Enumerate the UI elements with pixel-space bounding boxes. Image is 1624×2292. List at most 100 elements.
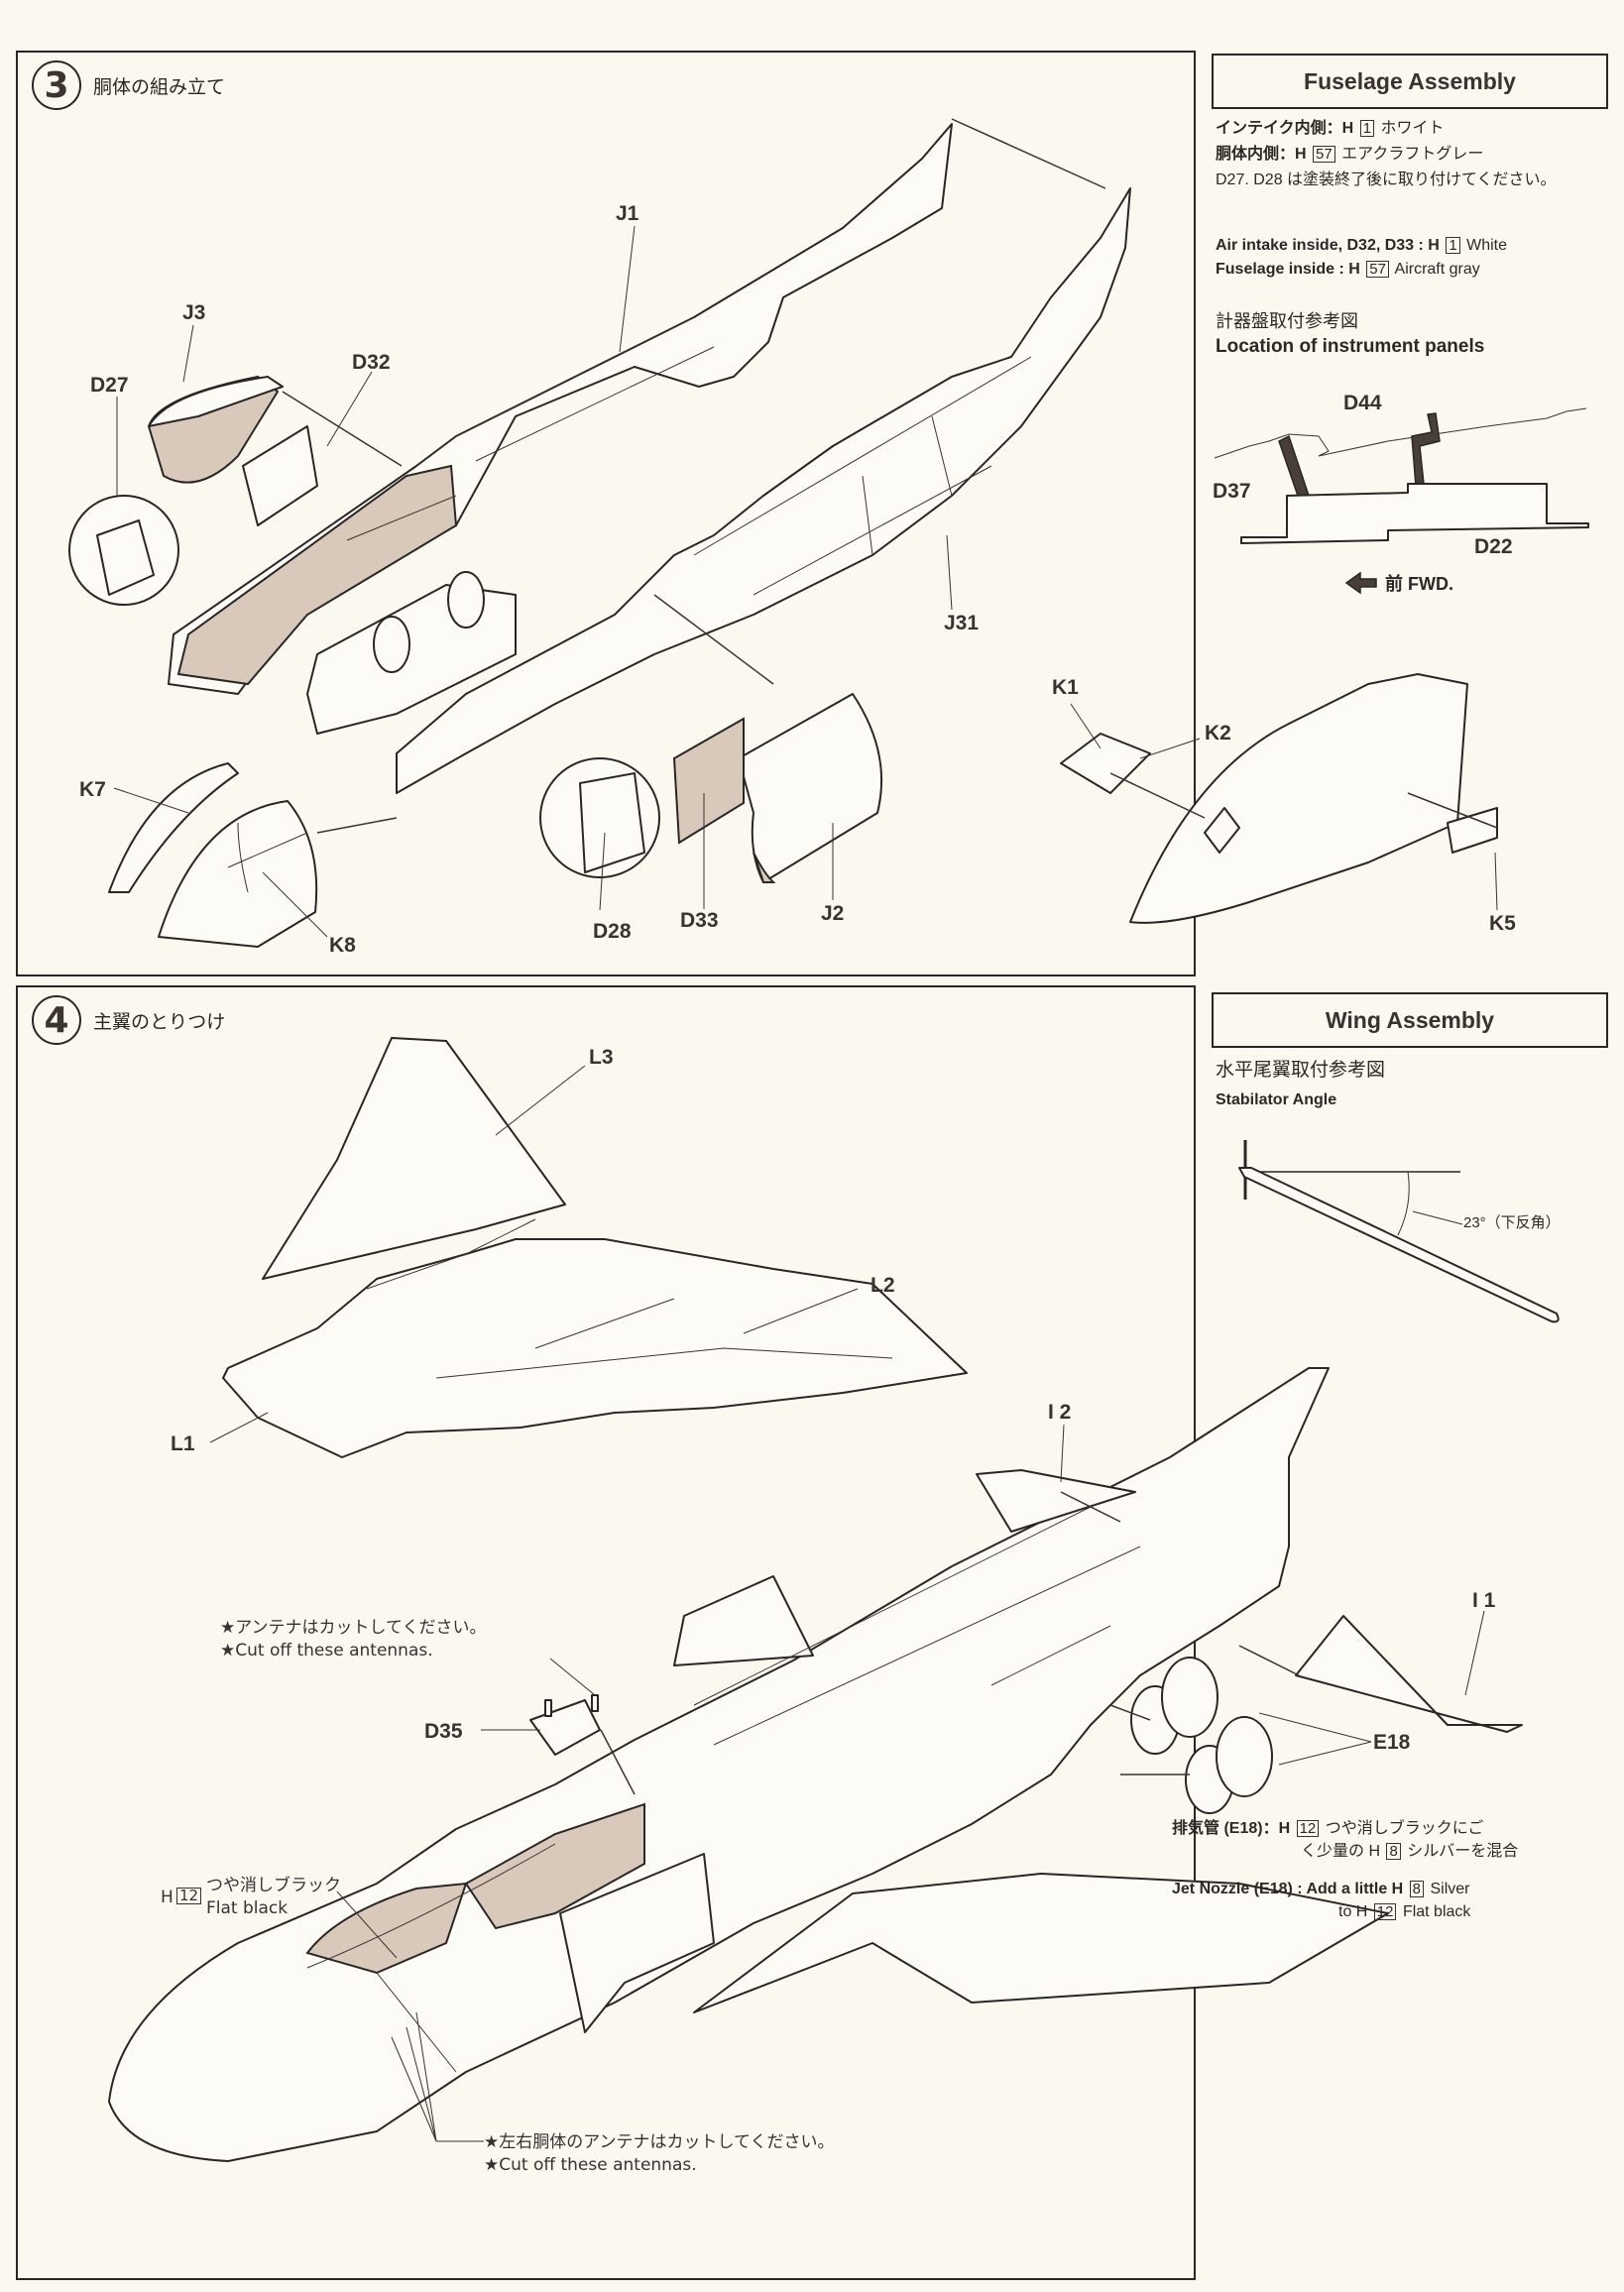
- part-label-d22: D22: [1474, 535, 1513, 558]
- paint-code-badge: 57: [1313, 146, 1335, 163]
- intake-j3-drawing: [147, 375, 284, 484]
- antenna-note-bottom-en: ★Cut off these antennas.: [484, 2155, 697, 2175]
- step3-panel: 3 胴体の組み立て: [16, 51, 1196, 976]
- paint-color-name: エアクラフトグレー: [1341, 146, 1484, 163]
- step-title: 主翼のとりつけ: [93, 1010, 226, 1033]
- nozzle-paint-note-en: Jet Nozzle (E18) : Add a little H 8 Silv…: [1172, 1878, 1470, 1923]
- step-number-badge: 3: [32, 60, 81, 110]
- nose-k-group-drawing: [1060, 673, 1498, 924]
- part-label-j1: J1: [616, 202, 639, 225]
- antenna-note-bottom-jp: ★左右胴体のアンテナはカットしてください。: [484, 2132, 835, 2152]
- nose-k8-drawing: [158, 800, 318, 948]
- paint-prefix: H: [161, 1888, 174, 1907]
- paint-code-badge: 12: [1373, 1903, 1397, 1920]
- instrument-panel-diagram: [1214, 407, 1589, 595]
- part-label-k5: K5: [1489, 912, 1516, 935]
- part-label-k1: K1: [1052, 676, 1079, 699]
- intake-j2-drawing: [738, 693, 883, 883]
- paint-note-fuselage-en: Fuselage inside : H 57 Aircraft gray: [1216, 258, 1480, 281]
- paint-color-name: ホワイト: [1380, 120, 1445, 137]
- fuselage-assembly-title: Fuselage Assembly: [1212, 54, 1608, 109]
- wing-assembly-drawing: [222, 1037, 968, 1458]
- paint-note-label: 胴体内側：H: [1216, 146, 1307, 163]
- fuselage-half-j31-drawing: [396, 187, 1131, 794]
- part-label-j3: J3: [182, 301, 206, 324]
- step4-leader-lines: [209, 1065, 1485, 2142]
- paint-note-label: Fuselage inside : H: [1216, 261, 1360, 278]
- splitter-d32-drawing: [242, 425, 318, 526]
- nozzle-mix-en: to H: [1338, 1903, 1368, 1920]
- part-label-d35: D35: [424, 1720, 463, 1743]
- paint-note-label: インテイク内側：H: [1216, 120, 1354, 137]
- nozzle-paint-note-jp: 排気管 (E18)：H 12 つや消しブラックにご く少量の H 8 シルバーを…: [1172, 1817, 1518, 1863]
- step-title: 胴体の組み立て: [93, 75, 226, 98]
- part-label-l1: L1: [171, 1432, 195, 1455]
- forward-label-jp: 前: [1385, 574, 1403, 594]
- nozzle-mix-jp: く少量の H: [1301, 1843, 1381, 1860]
- canopy-paint-note: H 12 つや消しブラック Flat black: [161, 1875, 341, 1920]
- canopy-paint-jp: つや消しブラック: [206, 1876, 341, 1895]
- part-label-e18: E18: [1373, 1731, 1411, 1754]
- antenna-note-bottom: ★左右胴体のアンテナはカットしてください。 ★Cut off these ant…: [484, 2131, 835, 2177]
- detail-circle-d28: [539, 757, 660, 878]
- part-label-j2: J2: [821, 902, 845, 925]
- step3-leader-lines: [113, 118, 1498, 938]
- part-label-d33: D33: [680, 909, 719, 932]
- detail-circle-d27: [68, 495, 179, 606]
- assembly-note-jp: D27. D28 は塗装終了後に取り付けてください。: [1216, 172, 1557, 188]
- stabilator-angle-label: 23°（下反角）: [1463, 1214, 1561, 1231]
- nozzle-mix-color-jp: シルバーを混合: [1407, 1843, 1519, 1860]
- paint-note-fuselage-jp: 胴体内側：H 57 エアクラフトグレー: [1216, 143, 1483, 166]
- canopy-k7-drawing: [108, 762, 239, 893]
- nozzle-color-jp: つや消しブラックにご: [1325, 1820, 1484, 1837]
- paint-code-badge: 8: [1409, 1881, 1425, 1897]
- part-label-k2: K2: [1205, 722, 1231, 745]
- antenna-note-top-jp: ★アンテナはカットしてください。: [220, 1618, 487, 1638]
- stabilator-title-jp: 水平尾翼取付参考図: [1216, 1060, 1386, 1081]
- step4-header: 4 主翼のとりつけ: [32, 995, 225, 1045]
- stabilator-i1-drawing: [1295, 1615, 1523, 1733]
- paint-color-name: White: [1466, 237, 1508, 254]
- fuselage-half-j1-drawing: [168, 123, 953, 695]
- jet-nozzle-e18-drawing: [1130, 1657, 1273, 1814]
- paint-note-label: Air intake inside, D32, D33 : H: [1216, 237, 1440, 254]
- antenna-d35-drawing: [529, 1694, 601, 1756]
- antenna-note-top-en: ★Cut off these antennas.: [220, 1641, 433, 1661]
- antenna-note-top: ★アンテナはカットしてください。 ★Cut off these antennas…: [220, 1617, 487, 1662]
- stabilator-angle-diagram: [1238, 1140, 1560, 1323]
- part-label-d28: D28: [593, 920, 632, 943]
- paint-color-name: Aircraft gray: [1394, 261, 1480, 278]
- instrument-title-jp: 計器盤取付参考図: [1216, 311, 1358, 331]
- aircraft-full-drawing: [108, 1367, 1389, 2162]
- forward-label-en: FWD.: [1408, 574, 1453, 594]
- part-label-d37: D37: [1213, 480, 1251, 503]
- part-label-i2: I 2: [1048, 1401, 1072, 1424]
- part-label-d32: D32: [352, 351, 391, 374]
- part-label-k8: K8: [329, 934, 356, 957]
- stabilator-i2-drawing: [976, 1469, 1136, 1533]
- cockpit-tub-drawing: [306, 571, 517, 735]
- paint-note-intake-jp: インテイク内側：H 1 ホワイト: [1216, 117, 1445, 140]
- nozzle-color-en: Silver: [1430, 1881, 1470, 1897]
- step3-header: 3 胴体の組み立て: [32, 60, 225, 110]
- paint-code-badge: 57: [1366, 261, 1389, 278]
- wing-assembly-title: Wing Assembly: [1212, 992, 1608, 1048]
- part-label-i1: I 1: [1472, 1589, 1496, 1612]
- part-label-l3: L3: [589, 1046, 614, 1069]
- stabilator-title-en: Stabilator Angle: [1216, 1091, 1337, 1108]
- paint-code-badge: 1: [1359, 120, 1375, 137]
- splitter-d33-drawing: [672, 717, 745, 845]
- part-label-d44: D44: [1343, 392, 1382, 414]
- forward-indicator: 前 FWD.: [1385, 573, 1453, 596]
- paint-code-badge: 8: [1386, 1843, 1401, 1860]
- nozzle-label-en: Jet Nozzle (E18) : Add a little H: [1172, 1881, 1404, 1897]
- nozzle-mix-color-en: Flat black: [1402, 1903, 1471, 1920]
- part-label-k7: K7: [79, 778, 106, 801]
- part-label-j31: J31: [944, 612, 980, 634]
- part-label-l2: L2: [870, 1274, 895, 1297]
- paint-code-badge: 12: [176, 1888, 202, 1904]
- paint-code-badge: 12: [1296, 1820, 1320, 1837]
- part-label-d27: D27: [90, 374, 129, 397]
- nozzle-label-jp: 排気管 (E18)：H: [1172, 1820, 1291, 1837]
